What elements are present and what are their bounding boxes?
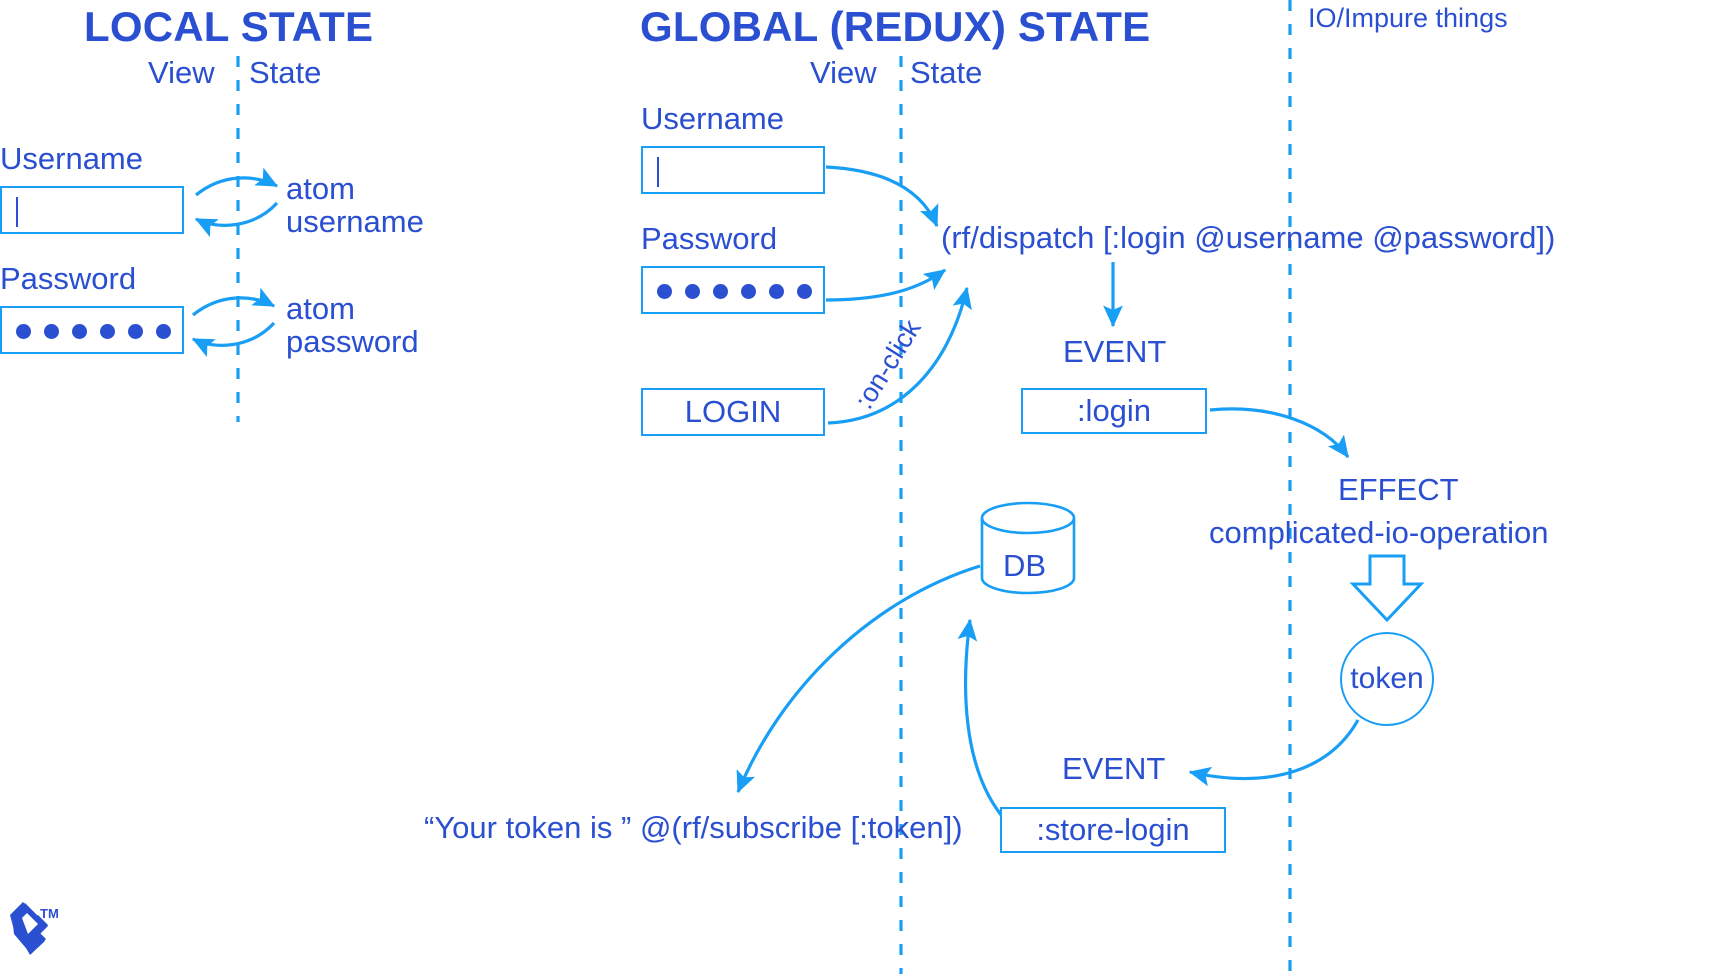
password-dot-icon <box>128 324 143 339</box>
password-dot-icon <box>685 284 700 299</box>
atom-password-line2: password <box>286 324 419 360</box>
on-click-label: :on-click <box>848 314 927 415</box>
event-label-login: EVENT <box>1063 334 1167 369</box>
token-label: token <box>1350 662 1424 695</box>
block-arrow-down-icon <box>1349 554 1425 623</box>
arrow-store-login-to-db <box>957 618 1009 824</box>
arrow-token-to-store-login <box>1188 719 1360 787</box>
password-dot-icon <box>741 284 756 299</box>
local-state-column-label: State <box>249 55 322 90</box>
arrow-password-to-atom <box>191 287 276 317</box>
local-password-masked-value <box>16 324 184 339</box>
arrow-db-to-subscribe <box>736 564 981 794</box>
global-password-label: Password <box>641 221 778 256</box>
subscribe-expression: “Your token is ” @(rf/subscribe [:token]… <box>424 810 963 845</box>
local-username-label: Username <box>0 141 143 176</box>
global-state-heading: GLOBAL (REDUX) STATE <box>640 3 1151 50</box>
local-state-heading: LOCAL STATE <box>84 3 374 50</box>
arrow-event-to-effect <box>1209 407 1350 459</box>
login-button-label: LOGIN <box>684 394 782 429</box>
password-dot-icon <box>100 324 115 339</box>
global-password-input[interactable] <box>641 266 825 314</box>
atom-password-line1: atom <box>286 291 355 326</box>
db-label: DB <box>1003 548 1047 583</box>
event-login-label: :login <box>1076 393 1152 428</box>
text-caret-icon <box>16 197 18 227</box>
arrow-atom-to-password <box>191 321 276 358</box>
password-dot-icon <box>713 284 728 299</box>
global-password-masked-value <box>657 284 825 299</box>
password-dot-icon <box>16 324 31 339</box>
event-label-store-login: EVENT <box>1062 751 1166 786</box>
password-dot-icon <box>44 324 59 339</box>
local-username-input[interactable] <box>0 186 184 234</box>
event-store-login-label: :store-login <box>1036 812 1190 847</box>
global-view-column-label: View <box>810 55 877 90</box>
global-username-label: Username <box>641 101 784 136</box>
token-circle: token <box>1340 632 1434 726</box>
atom-username-line2: username <box>286 204 424 240</box>
local-view-column-label: View <box>148 55 215 90</box>
event-login-box[interactable]: :login <box>1021 388 1207 434</box>
arrow-username-to-atom <box>194 167 279 197</box>
text-caret-icon <box>657 157 659 187</box>
password-dot-icon <box>156 324 171 339</box>
arrow-username-to-dispatch <box>825 165 939 228</box>
password-dot-icon <box>769 284 784 299</box>
toptal-logo <box>8 898 68 960</box>
trademark-mark: TM <box>40 906 59 921</box>
atom-username-line1: atom <box>286 171 355 206</box>
io-impure-note: IO/Impure things <box>1308 3 1508 33</box>
arrow-atom-to-username <box>194 201 279 238</box>
local-password-input[interactable] <box>0 306 184 354</box>
password-dot-icon <box>797 284 812 299</box>
local-atom-username: atom username <box>286 172 424 239</box>
arrow-password-to-dispatch <box>825 268 947 302</box>
local-atom-password: atom password <box>286 292 419 359</box>
global-username-input[interactable] <box>641 146 825 194</box>
login-button[interactable]: LOGIN <box>641 388 825 436</box>
event-store-login-box[interactable]: :store-login <box>1000 807 1226 853</box>
dispatch-expression: (rf/dispatch [:login @username @password… <box>941 220 1556 255</box>
password-dot-icon <box>657 284 672 299</box>
effect-label: EFFECT <box>1338 472 1459 507</box>
global-state-column-label: State <box>910 55 983 90</box>
password-dot-icon <box>72 324 87 339</box>
effect-name: complicated-io-operation <box>1209 515 1549 550</box>
local-password-label: Password <box>0 261 137 296</box>
